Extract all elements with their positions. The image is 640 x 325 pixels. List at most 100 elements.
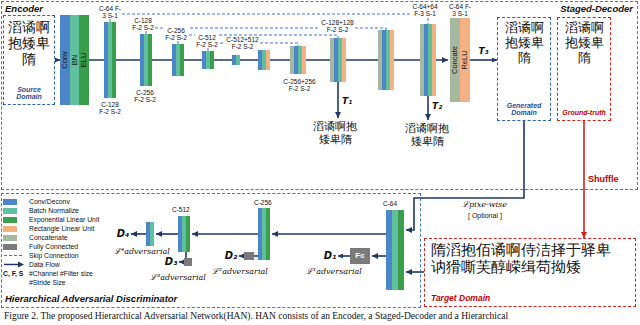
encoder-stack [148, 34, 152, 86]
legend-sample [3, 206, 29, 215]
encoder-stack [140, 34, 144, 86]
node-text: D₄ [116, 227, 130, 241]
fc-block [184, 252, 254, 266]
legend-text: Data Flow [29, 260, 115, 269]
layer-spec: C-512 [172, 206, 190, 213]
layer-spec: C-128 F-2 S-2 [131, 17, 155, 31]
node-text: Target Domain [431, 294, 629, 303]
encoder-stack [144, 34, 148, 86]
legend-sample [3, 197, 29, 206]
discriminator-stack [178, 216, 182, 252]
layer-spec: C-256 F-2 S-2 [133, 89, 157, 103]
data-flow [337, 82, 339, 118]
node-text: Generated Domain [501, 102, 547, 117]
domain-box: 滔谲啊抱矮卑隋Ground-truth [557, 17, 611, 121]
encoder-stack [236, 55, 240, 65]
node-text: Conv [61, 51, 69, 69]
node-text: D₁ [322, 249, 338, 263]
loss-label: ℒ²adversarial [212, 268, 268, 277]
stage-output: 滔谲啊抱矮卑隋 [312, 121, 358, 146]
edge-label: T₃ [478, 47, 488, 57]
discriminator-stack [262, 208, 266, 260]
decoder-stack [420, 24, 424, 96]
layer-spec: C-512 F-2 S-2 [195, 34, 219, 48]
decoder-stack [262, 50, 266, 70]
decoder-stack [258, 50, 262, 70]
node-text: 滔谲啊抱矮卑隋 [503, 21, 545, 66]
decoder-stack [290, 46, 294, 74]
discriminator-output: D₃ [164, 255, 178, 269]
legend-swatch [3, 226, 17, 232]
layer-spec: C-64 F-3 S-1 [98, 5, 122, 19]
legend-text: Concatenate [29, 233, 115, 242]
decoder-stack [382, 30, 386, 90]
domain-box: 滔谲啊抱矮卑隋 Generated Domain [497, 17, 551, 121]
encoder-stack [206, 51, 210, 69]
data-flow [406, 271, 424, 273]
legend-swatch [3, 235, 17, 241]
connector [338, 255, 350, 257]
discriminator-stack [392, 210, 398, 290]
legend-text: Batch Normalize [29, 206, 115, 215]
node-text: ELU [80, 53, 88, 68]
discriminator-stack [182, 216, 186, 252]
encoder-stack [180, 44, 184, 76]
layer-bar: BN [70, 15, 79, 105]
legend-sample [3, 269, 29, 278]
legend-sample [3, 215, 29, 224]
data-flow [185, 252, 187, 258]
node-text: Concate [451, 46, 459, 74]
panel-heading: Encoder [5, 3, 43, 14]
loss-label: ℒ³adversarial [150, 274, 206, 283]
decoder-stack [330, 38, 334, 82]
legend-row: Batch Normalize [3, 206, 115, 215]
connector [583, 121, 585, 238]
legend-text: Rectangle Linear Unit [29, 224, 115, 233]
legend-text: Skip Connection [29, 251, 115, 260]
layer-spec: C-256 [254, 199, 272, 206]
discriminator-stack [146, 208, 404, 290]
decoder-stack [258, 24, 436, 96]
annotation: C, F, S [3, 269, 23, 278]
legend-sample-line [3, 252, 25, 259]
loss-label: ℒpixe-wise [462, 201, 507, 210]
layer-spec: C-64 F-3 S-1 [448, 3, 472, 17]
legend-text: Exponential Linear Unit [29, 215, 115, 224]
legend-sample [3, 260, 29, 269]
node-text: 滔谲啊抱矮卑隋 [7, 19, 51, 67]
layer-bar: Conv [60, 15, 70, 105]
legend: Conv/DeconvBatch NormalizeExponential Li… [3, 197, 115, 287]
encoder-stack [108, 22, 112, 98]
panel-heading: Hierarchical Adversarial Discriminator [5, 293, 177, 304]
legend-text: Fully Connected [29, 242, 115, 251]
loss-label: ℒ¹adversarial [306, 268, 362, 277]
layer-spec: C-128 F-2 S-2 [98, 101, 122, 115]
data-flow [239, 255, 244, 257]
encoder-stack [112, 22, 116, 98]
node-text: BN [71, 55, 79, 65]
decoder-stack [390, 30, 394, 90]
decoder-stack [428, 24, 432, 96]
discriminator-stack [150, 222, 154, 246]
decoder-stack [266, 50, 270, 70]
data-flow [272, 233, 386, 235]
domain-box: 滔谲啊抱矮卑隋Source Domain [3, 15, 55, 105]
annotation: T₂ [432, 102, 442, 112]
loss-label: ℒ⁴adversarial [114, 248, 170, 257]
layer-spec: C-64 [383, 200, 397, 207]
fc-block [184, 258, 192, 266]
data-flow [254, 255, 258, 257]
encoder-stack [202, 51, 206, 69]
node-text: Ground-truth [561, 109, 607, 117]
fc-box: Fc [350, 248, 370, 264]
flow-line [4, 264, 19, 266]
skip-line [4, 255, 24, 256]
fc-block [244, 252, 254, 260]
discriminator-stack [266, 208, 270, 260]
decoder-stack [424, 24, 428, 96]
data-flow [192, 233, 258, 235]
flow-head [18, 262, 24, 268]
decoder-stack [378, 30, 382, 90]
panel-heading: Staged-Decoder [560, 3, 633, 14]
decoder-stack [338, 38, 342, 82]
